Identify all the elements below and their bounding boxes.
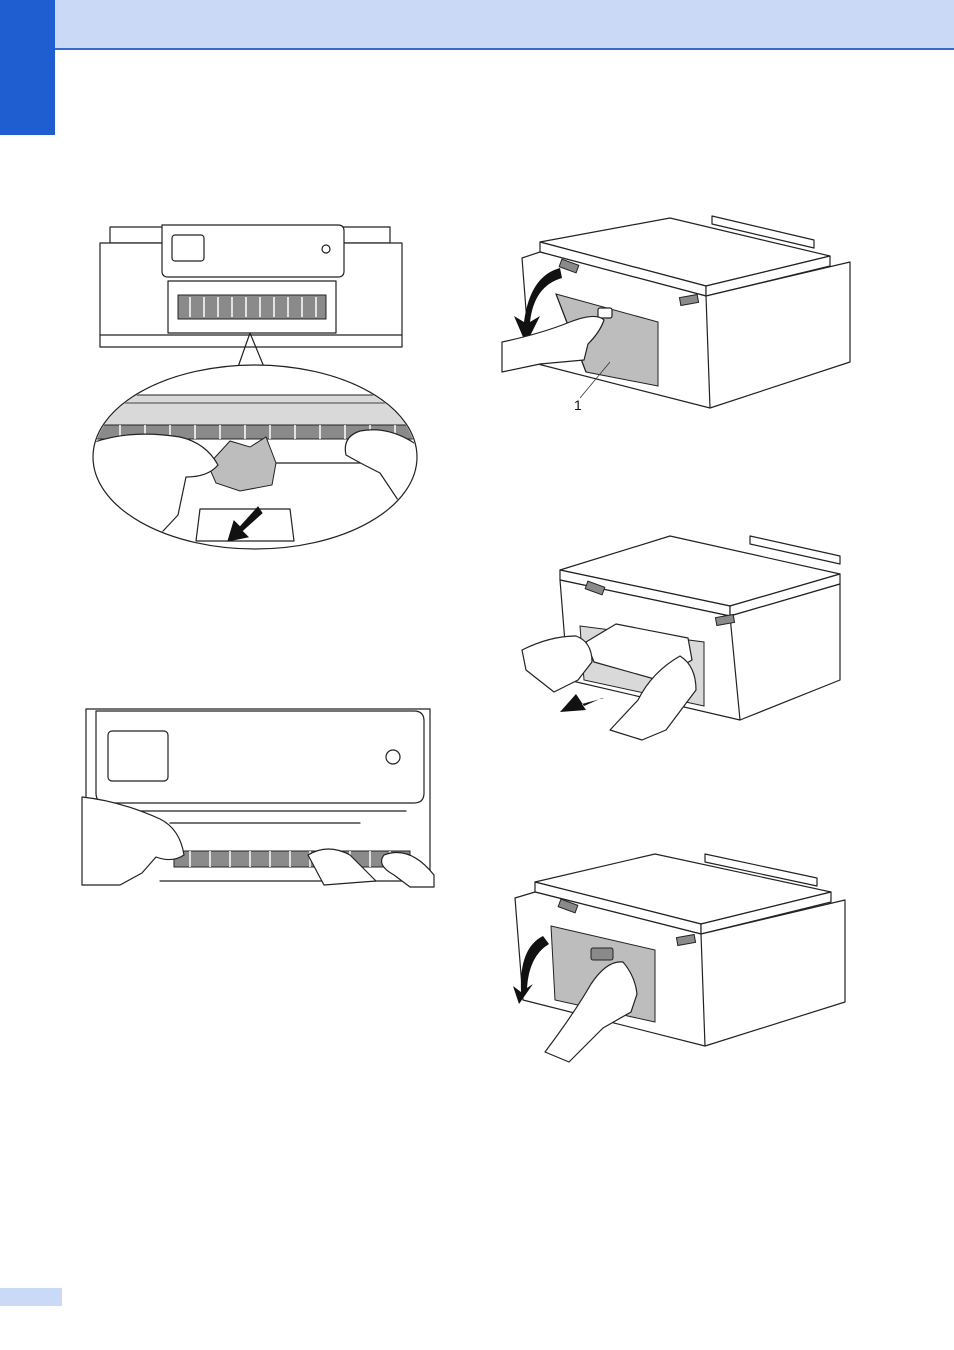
rear-paper-jam-illustration (520, 530, 845, 750)
paper-path-check-illustration (80, 705, 435, 890)
open-rear-cover-illustration: 1 (500, 212, 860, 412)
close-rear-cover-illustration (505, 852, 850, 1067)
chapter-tab (0, 0, 55, 135)
front-paper-jam-illustration (90, 215, 430, 555)
header-band (55, 0, 954, 50)
callout-number: 1 (574, 397, 582, 412)
page-number-tab (0, 1288, 62, 1306)
